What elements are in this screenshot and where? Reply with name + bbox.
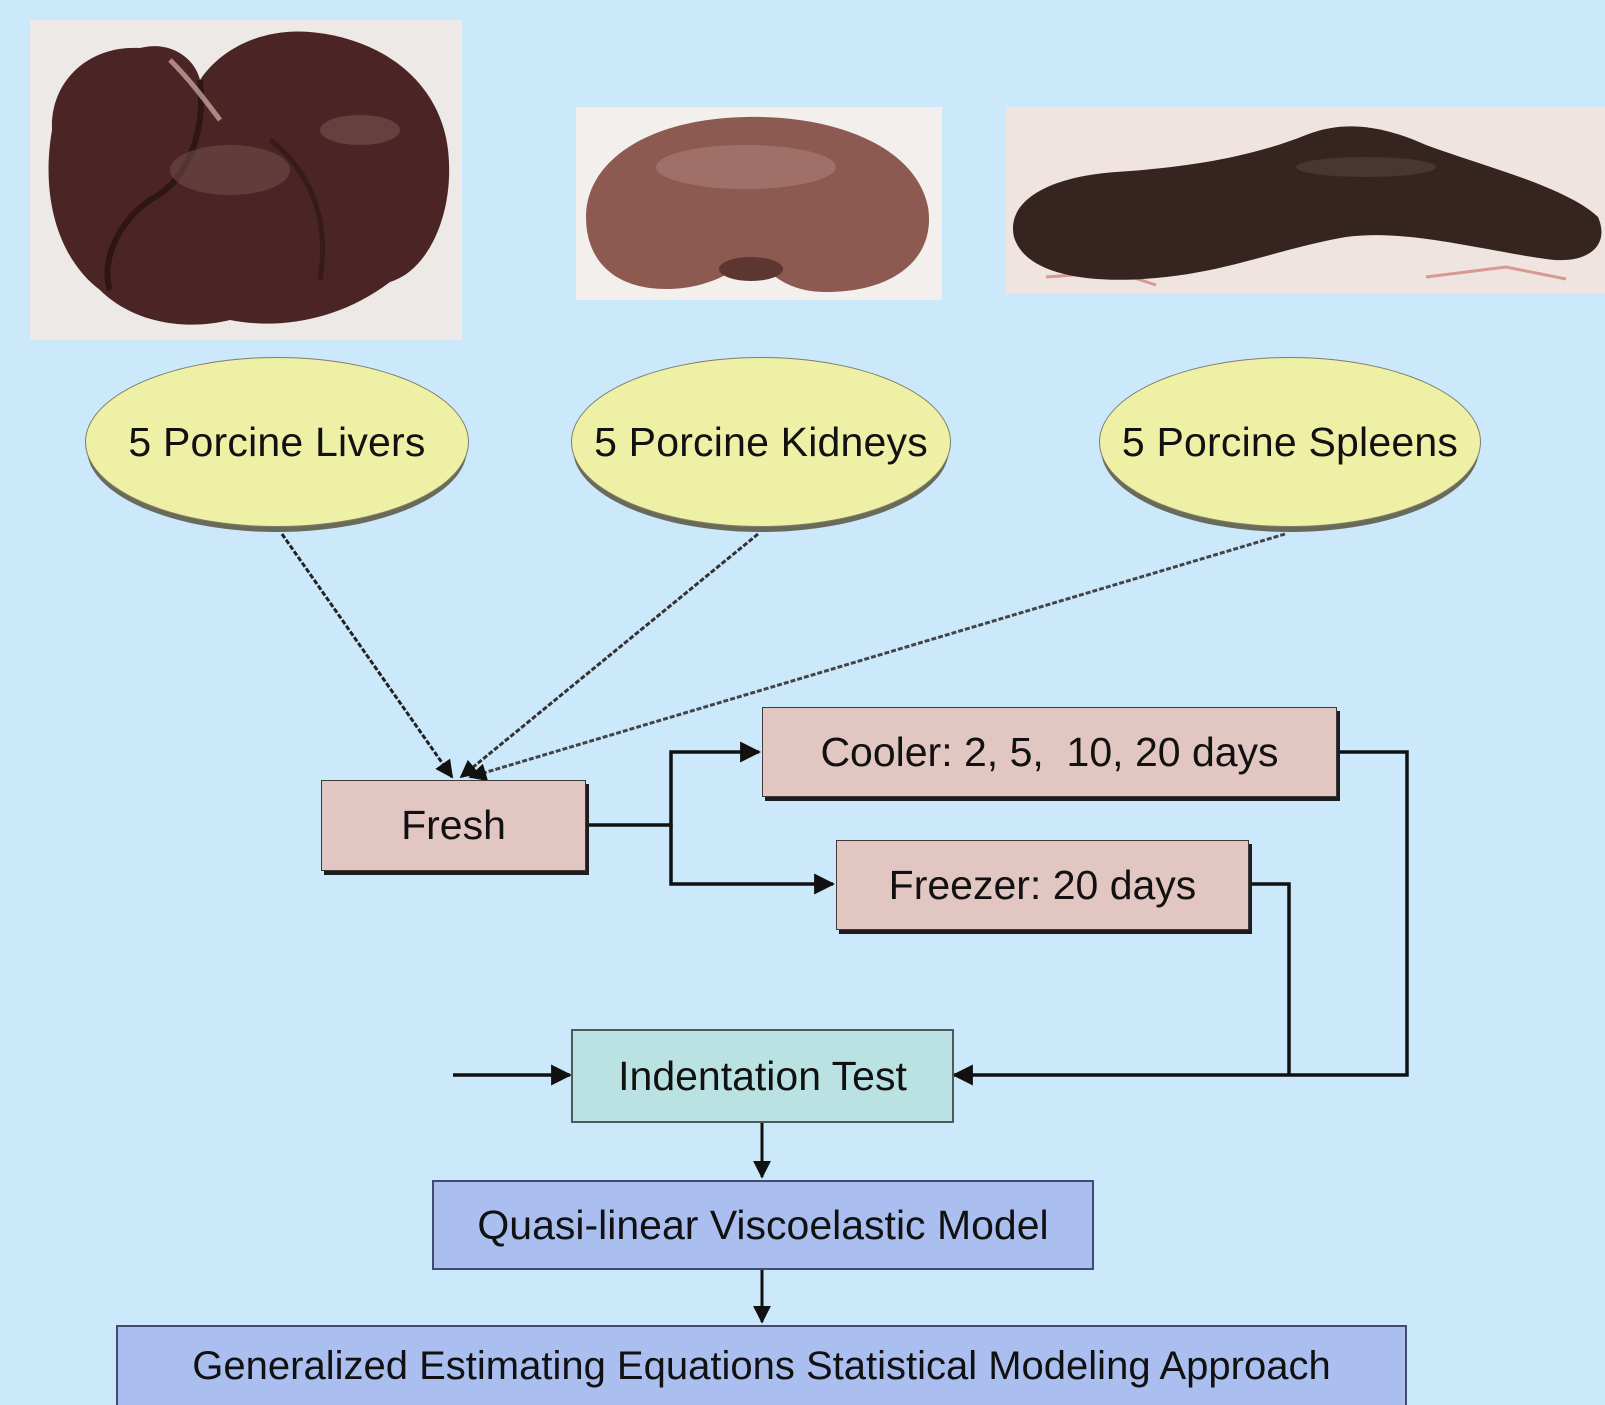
gee-approach-label: Generalized Estimating Equations Statist… [192,1344,1330,1389]
liver-highlight-small [320,115,400,145]
kidney-photo [576,107,942,300]
fresh-box: Fresh [321,780,586,871]
kidney-hilum [719,257,783,281]
cooler-box: Cooler: 2, 5, 10, 20 days [762,707,1337,797]
group-kidneys-label: 5 Porcine Kidneys [594,419,928,466]
line-freezer-to-test [1249,884,1289,1075]
gee-approach-box: Generalized Estimating Equations Statist… [116,1325,1407,1405]
group-livers-label: 5 Porcine Livers [128,419,425,466]
arrow-kidneys-to-fresh [461,534,758,777]
spleen-highlight [1296,157,1436,177]
group-livers: 5 Porcine Livers [85,357,469,527]
indentation-test-box: Indentation Test [571,1029,954,1123]
group-spleens: 5 Porcine Spleens [1099,357,1481,527]
kidney-highlight [656,145,836,189]
indentation-test-label: Indentation Test [618,1053,907,1100]
spleen-photo [1006,107,1605,293]
group-spleens-label: 5 Porcine Spleens [1122,419,1458,466]
qlv-model-label: Quasi-linear Viscoelastic Model [477,1202,1048,1249]
arrow-fresh-to-cooler [586,752,759,825]
freezer-box: Freezer: 20 days [836,840,1249,930]
qlv-model-box: Quasi-linear Viscoelastic Model [432,1180,1094,1270]
arrow-fresh-to-freezer [671,825,833,884]
arrow-livers-to-fresh [282,534,452,777]
cooler-label: Cooler: 2, 5, 10, 20 days [820,729,1278,776]
fresh-label: Fresh [401,802,506,849]
liver-highlight [170,145,290,195]
liver-photo [30,20,462,340]
group-kidneys: 5 Porcine Kidneys [571,357,951,527]
freezer-label: Freezer: 20 days [889,862,1197,909]
